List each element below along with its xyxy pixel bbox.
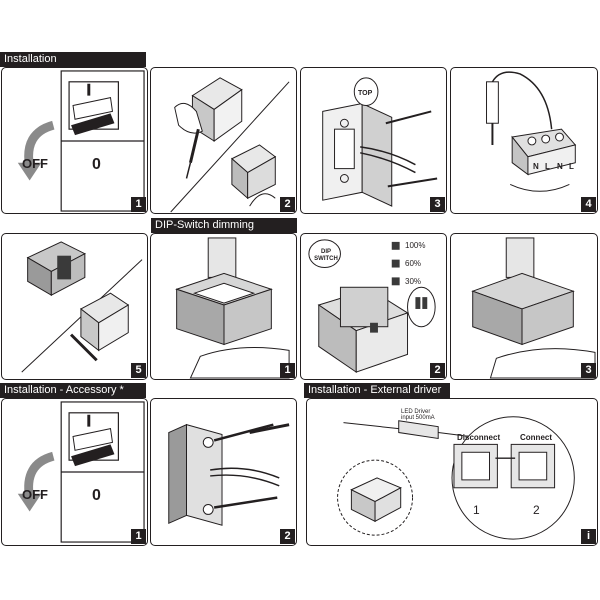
mount-plate-illustration [322,77,438,207]
led-driver-title: LED Driver [401,409,431,415]
section-header-installation: Installation [0,52,146,67]
step-number: 2 [430,363,445,378]
dip-switch-illustration [308,239,436,374]
terminal-label-n: N [533,162,539,171]
switch-off-illustration [17,401,145,543]
dip-step-panel-remove: 1 [150,233,297,380]
driver-step-one: 1 [473,503,480,517]
step-number: 3 [430,197,445,212]
terminal-label-n: N [557,162,563,171]
switch-state-zero: 0 [92,156,101,173]
dip-switch-label: DIP SWITCH [314,249,338,262]
step-number: 1 [131,529,146,544]
section-header-external-driver: Installation - External driver [304,383,450,398]
info-icon: i [581,529,596,544]
section-header-dip-switch: DIP-Switch dimming [151,218,297,233]
close-cover-illustration [21,241,143,373]
wiring-illustration [486,71,577,192]
driver-reinstall-illustration [471,237,596,379]
off-label: OFF [22,156,48,171]
step-panel-switch-off: OFF 0 1 [1,67,148,214]
terminal-label-l: L [545,162,550,171]
step-panel-wiring: N L N L 4 [450,67,598,214]
dip-step-panel-reinstall: 3 [450,233,598,380]
screw-top-label: TOP [358,90,373,97]
connect-label: Connect [520,433,552,442]
dip-level-100: 100% [405,241,426,250]
step-number: 1 [280,363,295,378]
accessory-step-panel-switch-off: OFF 0 1 [1,398,148,546]
step-number: 4 [581,197,596,212]
accessory-mount-illustration [168,423,290,526]
switch-state-zero: 0 [92,487,101,504]
dip-step-panel-switch: DIP SWITCH 100% 60% 30% 2 [300,233,447,380]
section-header-accessory: Installation - Accessory * [0,383,146,398]
external-driver-panel: LED Driver input 500mA Disconnect Connec… [306,398,598,546]
dip-level-30: 30% [405,277,422,286]
led-driver-spec: input 500mA [401,415,435,421]
driver-removal-illustration [175,237,290,379]
step-number: 1 [131,197,146,212]
step-panel-open-cover: 2 [150,67,297,214]
accessory-step-panel-mount: 2 [150,398,297,546]
step-number: 2 [280,197,295,212]
open-cover-illustration [170,77,290,213]
switch-off-illustration [17,70,145,212]
off-label: OFF [22,487,48,502]
step-number: 2 [280,529,295,544]
external-driver-illustration [337,416,575,540]
step-number: 3 [581,363,596,378]
dip-level-60: 60% [405,259,422,268]
step-panel-close-cover: 5 [1,233,148,380]
driver-step-two: 2 [533,503,540,517]
disconnect-label: Disconnect [457,433,501,442]
step-panel-mount-plate: TOP 3 [300,67,447,214]
step-number: 5 [131,363,146,378]
terminal-label-l: L [569,162,574,171]
